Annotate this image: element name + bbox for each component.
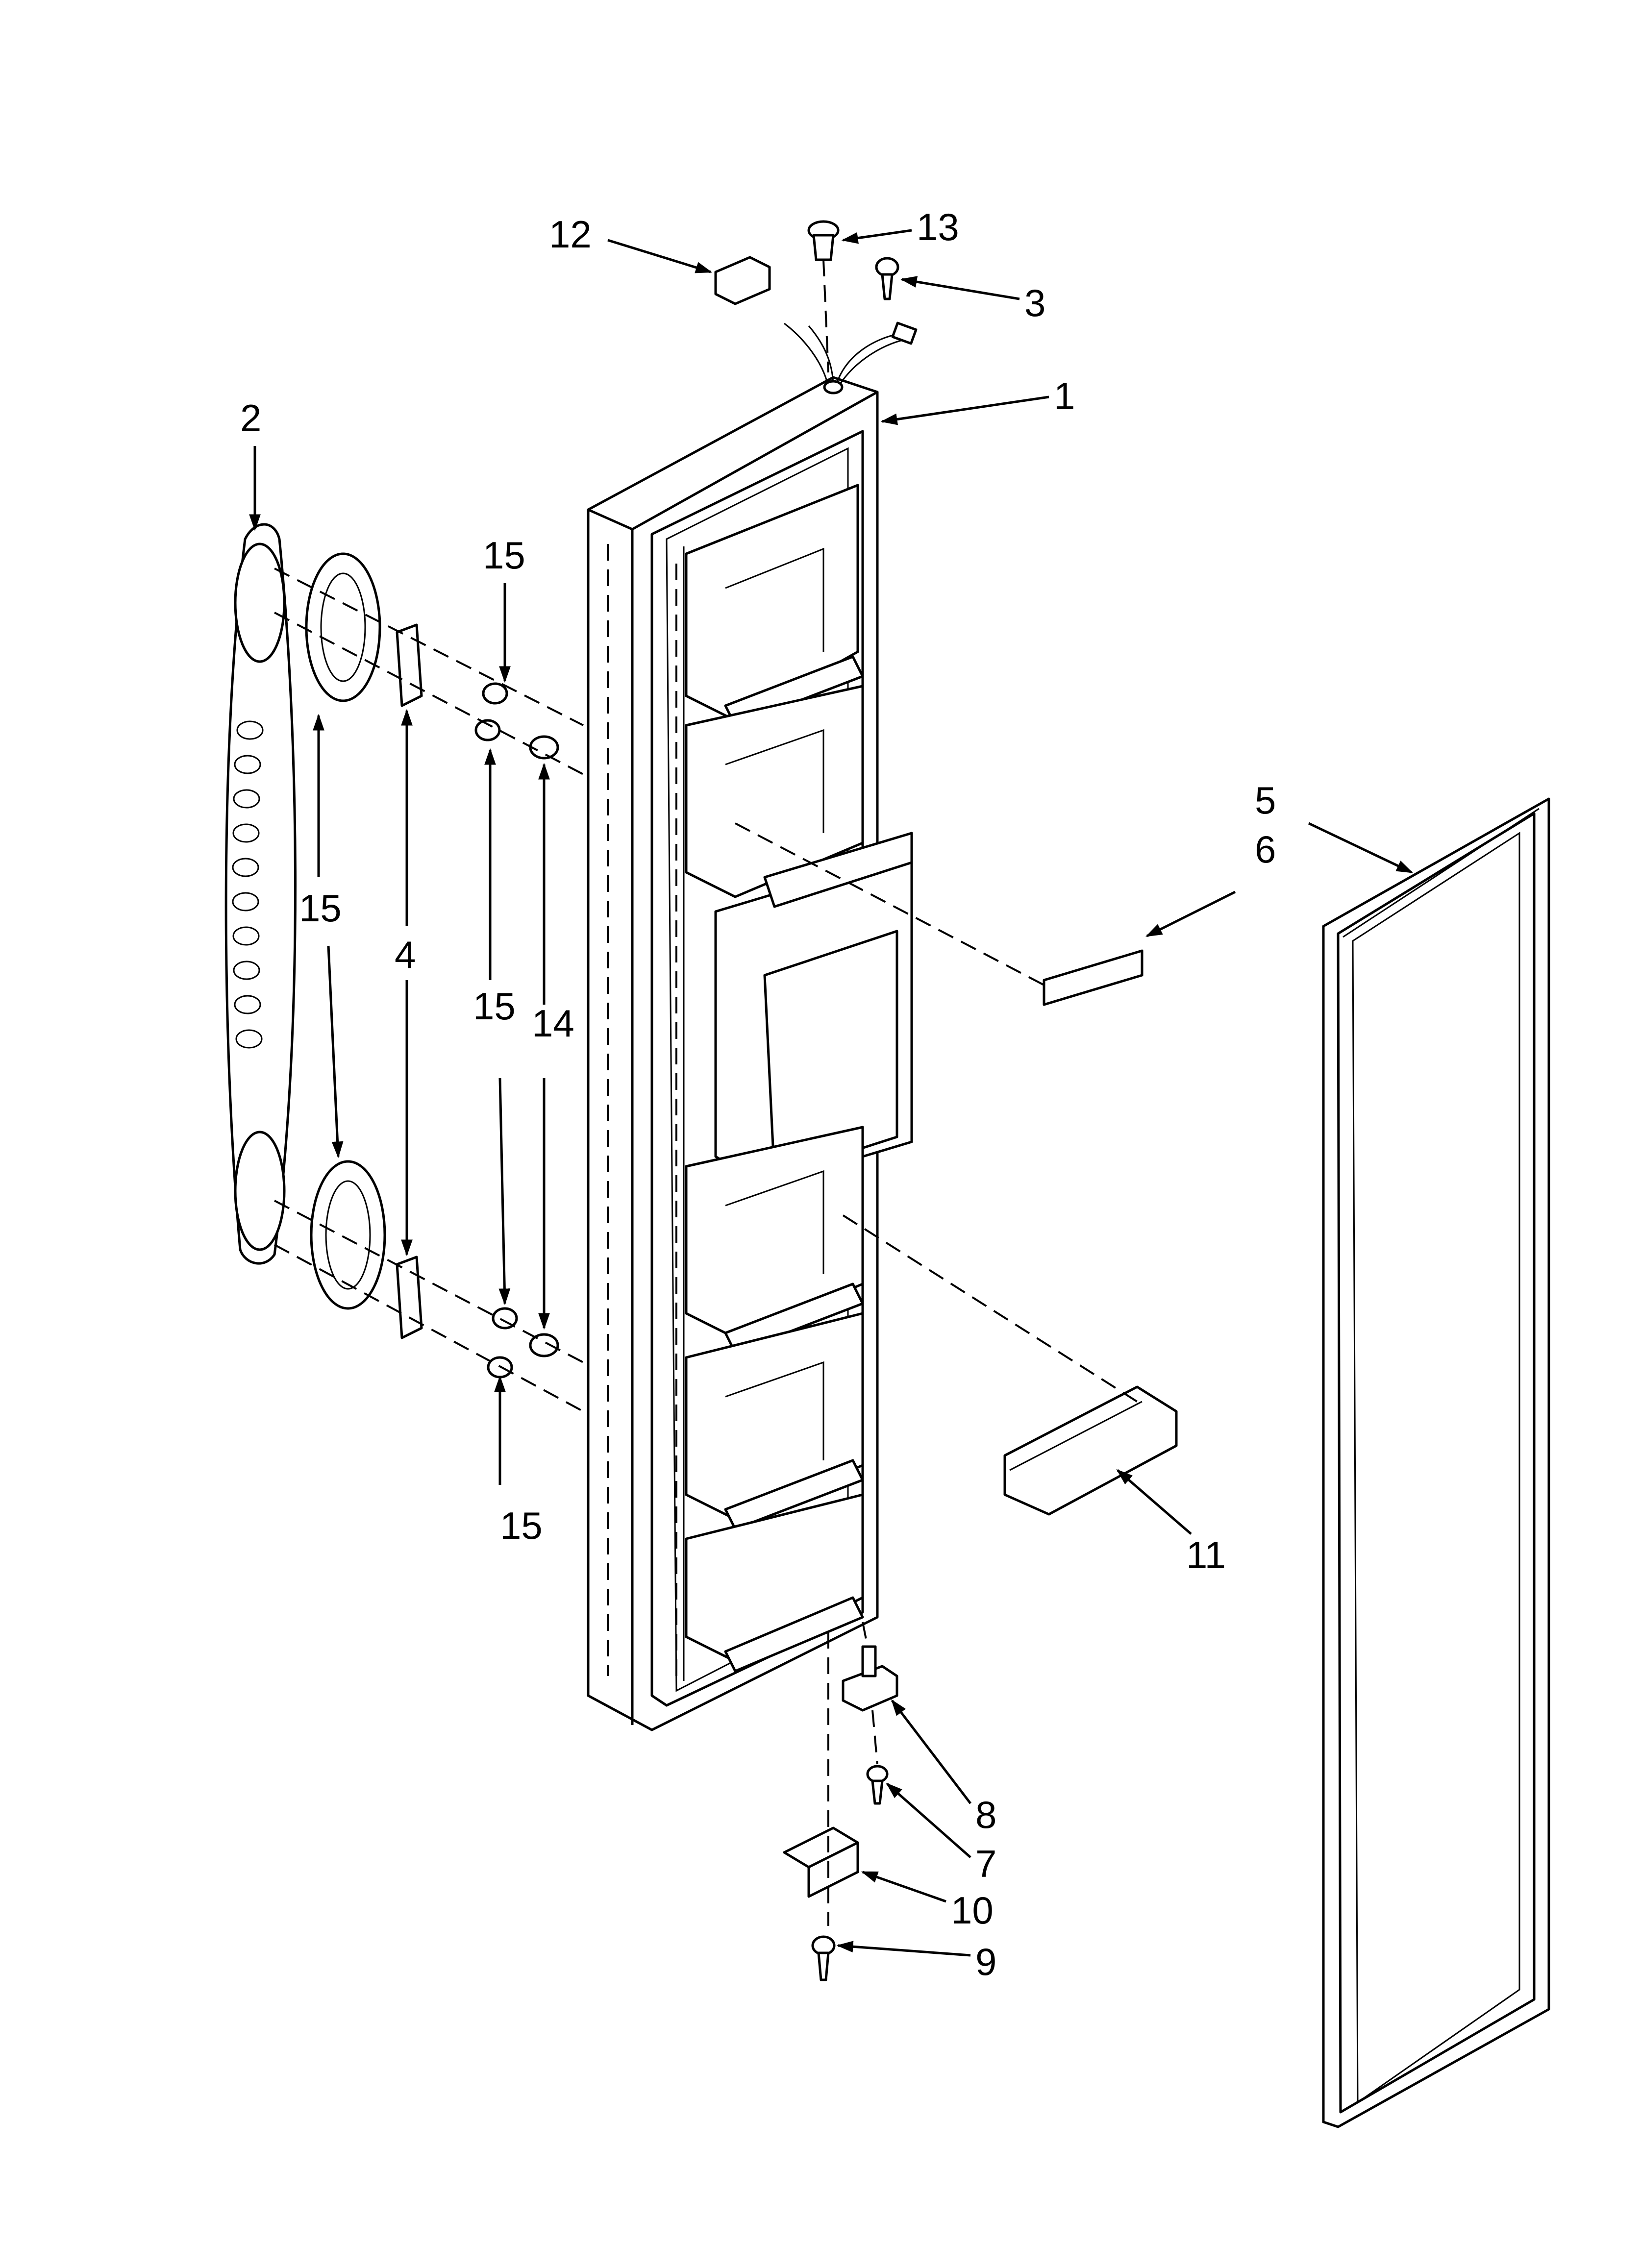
top-parts — [714, 220, 899, 373]
callout-3: 3 — [1024, 281, 1045, 324]
handle-brackets — [396, 623, 423, 1339]
door-bins — [685, 484, 913, 1673]
door-edge-holes — [607, 544, 677, 1676]
callout-14: 14 — [532, 1002, 574, 1045]
callout-1: 1 — [1054, 374, 1075, 418]
hinge-parts — [783, 1622, 898, 1981]
callout-2: 2 — [240, 396, 261, 440]
handle-grip-dimples — [232, 720, 264, 1049]
callout-9: 9 — [975, 1940, 996, 1983]
screw-7 — [866, 1765, 889, 1783]
callout-12: 12 — [549, 213, 592, 256]
connector-12 — [714, 256, 771, 305]
callout-10: 10 — [951, 1889, 994, 1932]
door-gasket — [1322, 797, 1550, 2128]
callout-15-middle: 15 — [473, 985, 516, 1028]
hinge-pin-8 — [842, 1665, 898, 1712]
handle-end-caps — [305, 552, 386, 1310]
trim-strip-6 — [735, 822, 1144, 1006]
callout-16: 15 — [299, 887, 342, 930]
leader-lines — [249, 229, 1414, 1957]
callout-5: 5 — [1255, 779, 1276, 822]
door-panel — [587, 321, 918, 1731]
callout-6: 6 — [1255, 828, 1276, 871]
callout-15-top: 15 — [483, 534, 525, 577]
wire-harness — [784, 321, 918, 394]
callout-8: 8 — [975, 1793, 996, 1836]
callout-11: 11 — [1186, 1533, 1226, 1577]
callout-13: 13 — [917, 205, 959, 248]
callout-7: 7 — [975, 1842, 996, 1885]
handle — [224, 523, 297, 1265]
handle-alignment-lines — [274, 567, 584, 1412]
callout-15-bottom: 15 — [500, 1504, 543, 1547]
callout-4: 4 — [395, 933, 416, 976]
bin-11 — [842, 1214, 1178, 1516]
callout-labels: 12 13 3 1 2 15 5 6 15 4 15 14 15 11 8 7 … — [240, 205, 1276, 1983]
